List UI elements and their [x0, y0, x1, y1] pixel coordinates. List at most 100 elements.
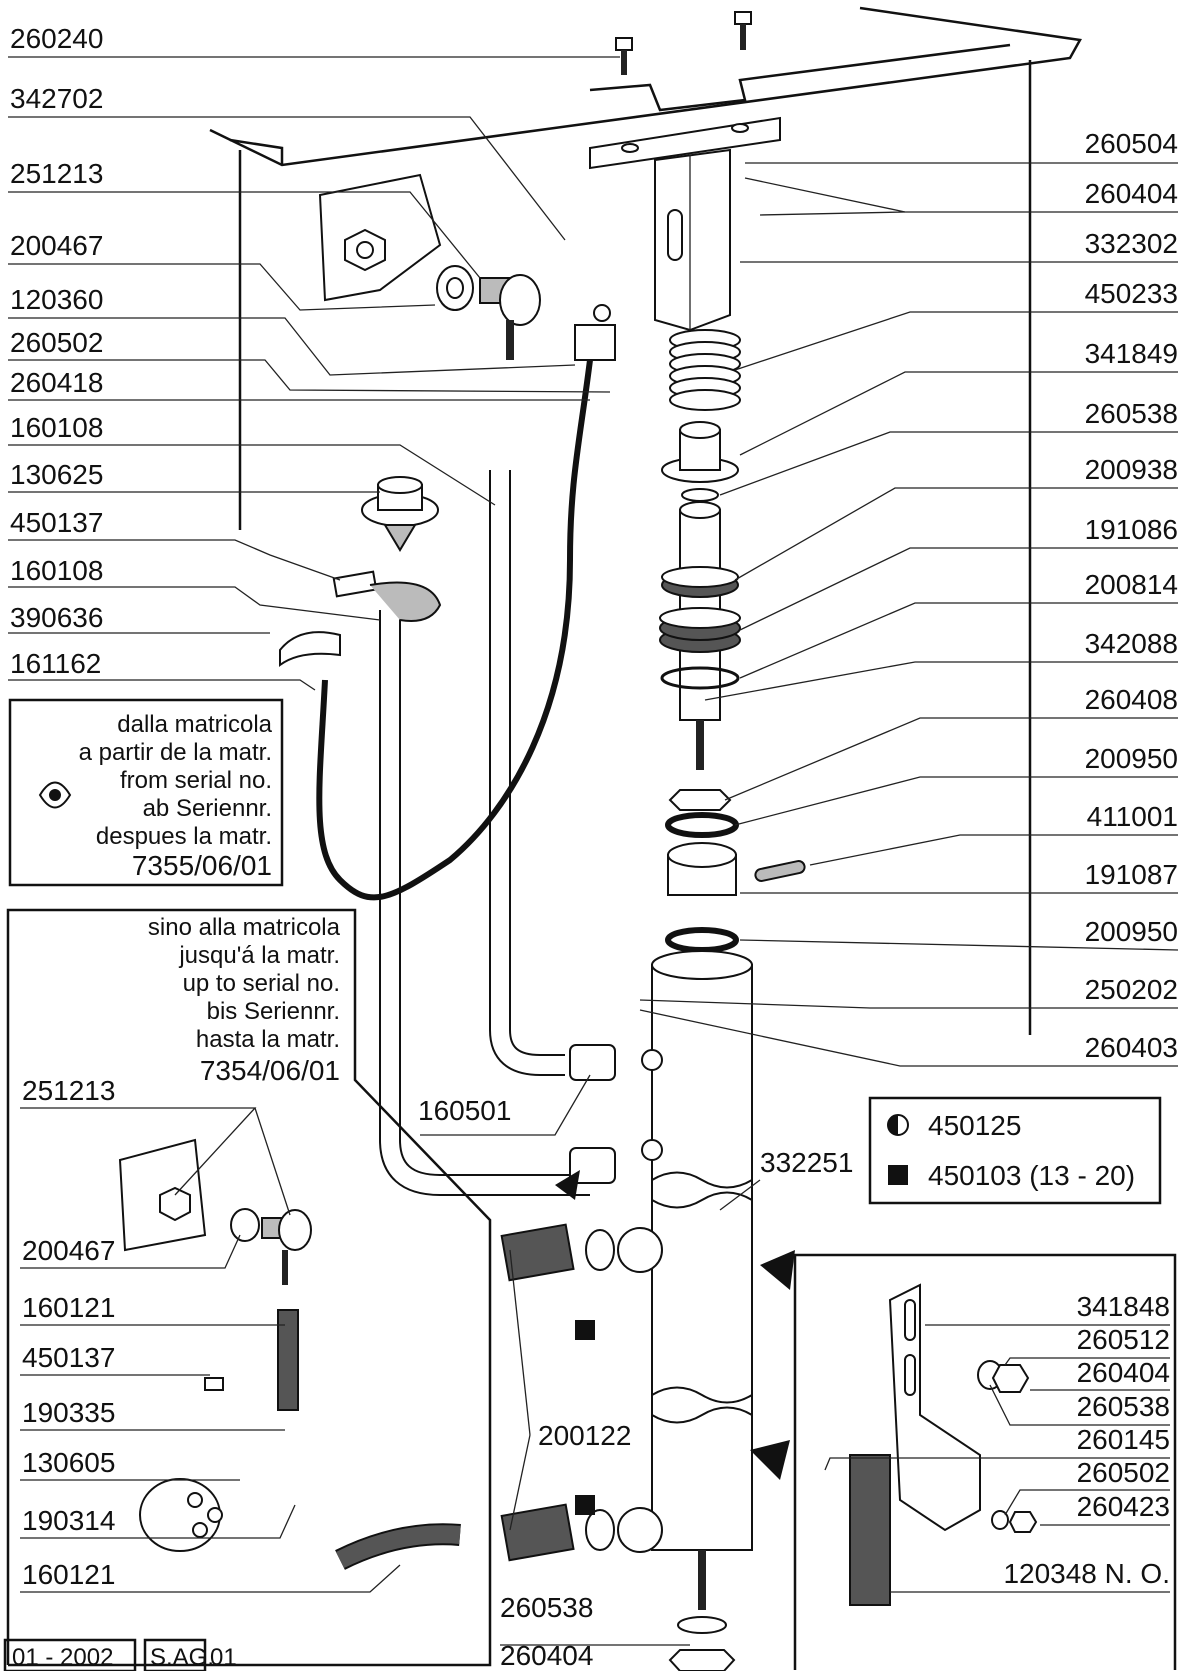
micro-switch-120360 [574, 304, 616, 361]
note-line: up to serial no. [183, 970, 340, 997]
labels-inset: 251213 200467 160121 450137 190335 13060… [22, 1075, 115, 1590]
label: 160501 [418, 1095, 511, 1126]
eye-icon [38, 781, 72, 809]
arrows [555, 1170, 795, 1480]
note-line: sino alla matricola [148, 914, 341, 941]
tubes [379, 470, 616, 1196]
legend-box [868, 1096, 1162, 1205]
labels-right: 260504 260404 332302 450233 341849 26053… [1085, 128, 1178, 1063]
label: 341849 [1085, 338, 1178, 369]
label: 332251 [760, 1147, 853, 1178]
label: 332302 [1085, 228, 1178, 259]
label: 200950 [1085, 916, 1178, 947]
label: 160121 [22, 1559, 115, 1590]
footer-date: 01 - 2002 [12, 1644, 113, 1671]
label: 161162 [10, 648, 101, 679]
label: 200467 [10, 230, 103, 261]
legend-square-label: 450103 (13 - 20) [928, 1160, 1135, 1191]
legend-half-circle-label: 450125 [928, 1110, 1021, 1141]
note-line: from serial no. [120, 767, 272, 794]
label: 450233 [1085, 278, 1178, 309]
label: 260538 [500, 1592, 593, 1623]
footer-code: S.AG. [150, 1644, 214, 1671]
label: 342088 [1085, 628, 1178, 659]
piston-stack [659, 501, 806, 953]
label: 130625 [10, 459, 103, 490]
label: 251213 [10, 158, 103, 189]
label: 130605 [22, 1447, 115, 1478]
label: 341848 [1077, 1291, 1170, 1322]
label: 260403 [1085, 1032, 1178, 1063]
label: 260538 [1077, 1391, 1170, 1422]
label: 260512 [1077, 1324, 1170, 1355]
label: 120348 N. O. [1003, 1558, 1170, 1589]
labels-center: 160501 332251 200122 260538 260404 [418, 1095, 853, 1671]
label: 191086 [1085, 514, 1178, 545]
wire [316, 359, 593, 901]
label: 260504 [1085, 128, 1178, 159]
label: 260145 [1077, 1424, 1170, 1455]
footer-rev: 01 [210, 1644, 237, 1671]
label: 120360 [10, 284, 103, 315]
label: 191087 [1085, 859, 1178, 890]
label: 160108 [10, 555, 103, 586]
leader-lines-inset [20, 1107, 401, 1593]
note-line: bis Seriennr. [207, 998, 340, 1025]
note-line: ab Seriennr. [143, 795, 272, 822]
label: 390636 [10, 602, 103, 633]
note-serial: 7355/06/01 [132, 850, 272, 881]
label: 260423 [1077, 1491, 1170, 1522]
note-after-serial: dalla matricola a partir de la matr. fro… [79, 711, 273, 881]
label: 200938 [1085, 454, 1178, 485]
note-line: dalla matricola [117, 711, 272, 738]
label: 342702 [10, 83, 103, 114]
label: 260502 [10, 327, 103, 358]
inset-parts [118, 1138, 461, 1570]
label: 200950 [1085, 743, 1178, 774]
plate-251213 [318, 173, 541, 360]
label: 260404 [500, 1640, 593, 1671]
legend-text: 450125 450103 (13 - 20) [928, 1110, 1135, 1191]
label: 250202 [1085, 974, 1178, 1005]
bracket-box [793, 1253, 1177, 1670]
label: 450137 [10, 507, 103, 538]
hose-200122 [500, 1223, 615, 1562]
clip-450137 [279, 570, 442, 667]
note-before-serial: sino alla matricola jusqu'á la matr. up … [148, 914, 341, 1086]
note-line: jusqu'á la matr. [178, 942, 340, 969]
label: 260404 [1077, 1357, 1170, 1388]
note-box-after [8, 698, 284, 887]
leader-lines-center [420, 1074, 761, 1646]
note-line: a partir de la matr. [79, 739, 272, 766]
pressure-switch-130625 [361, 476, 439, 552]
label: 200122 [538, 1420, 631, 1451]
footer: 01 - 2002 S.AG. 01 [12, 1644, 237, 1671]
label: 200814 [1085, 569, 1178, 600]
label: 260408 [1085, 684, 1178, 715]
label: 450137 [22, 1342, 115, 1373]
note-line: hasta la matr. [196, 1026, 340, 1053]
leader-lines-left [8, 56, 620, 691]
label: 190314 [22, 1505, 115, 1536]
label: 260404 [1085, 178, 1178, 209]
label: 251213 [22, 1075, 115, 1106]
label: 200467 [22, 1235, 115, 1266]
label: 260502 [1077, 1457, 1170, 1488]
bracket-332302 [589, 116, 781, 332]
note-line: despues la matr. [96, 823, 272, 850]
leader-lines-right [639, 162, 1179, 1067]
label: 411001 [1087, 801, 1178, 832]
inset-frame [6, 908, 492, 1667]
footer-boxes [3, 1638, 207, 1671]
spring-450233 [669, 329, 741, 411]
note-serial: 7354/06/01 [200, 1055, 340, 1086]
leader-lines-bracket [824, 1324, 1170, 1593]
label: 190335 [22, 1397, 115, 1428]
cylinder-332251 [617, 950, 753, 1671]
label: 260240 [10, 23, 103, 54]
labels-bracket: 341848 260512 260404 260538 260145 26050… [1003, 1291, 1170, 1589]
cap-341849 [661, 421, 739, 502]
top-bolts [615, 11, 752, 75]
label: 260538 [1085, 398, 1178, 429]
